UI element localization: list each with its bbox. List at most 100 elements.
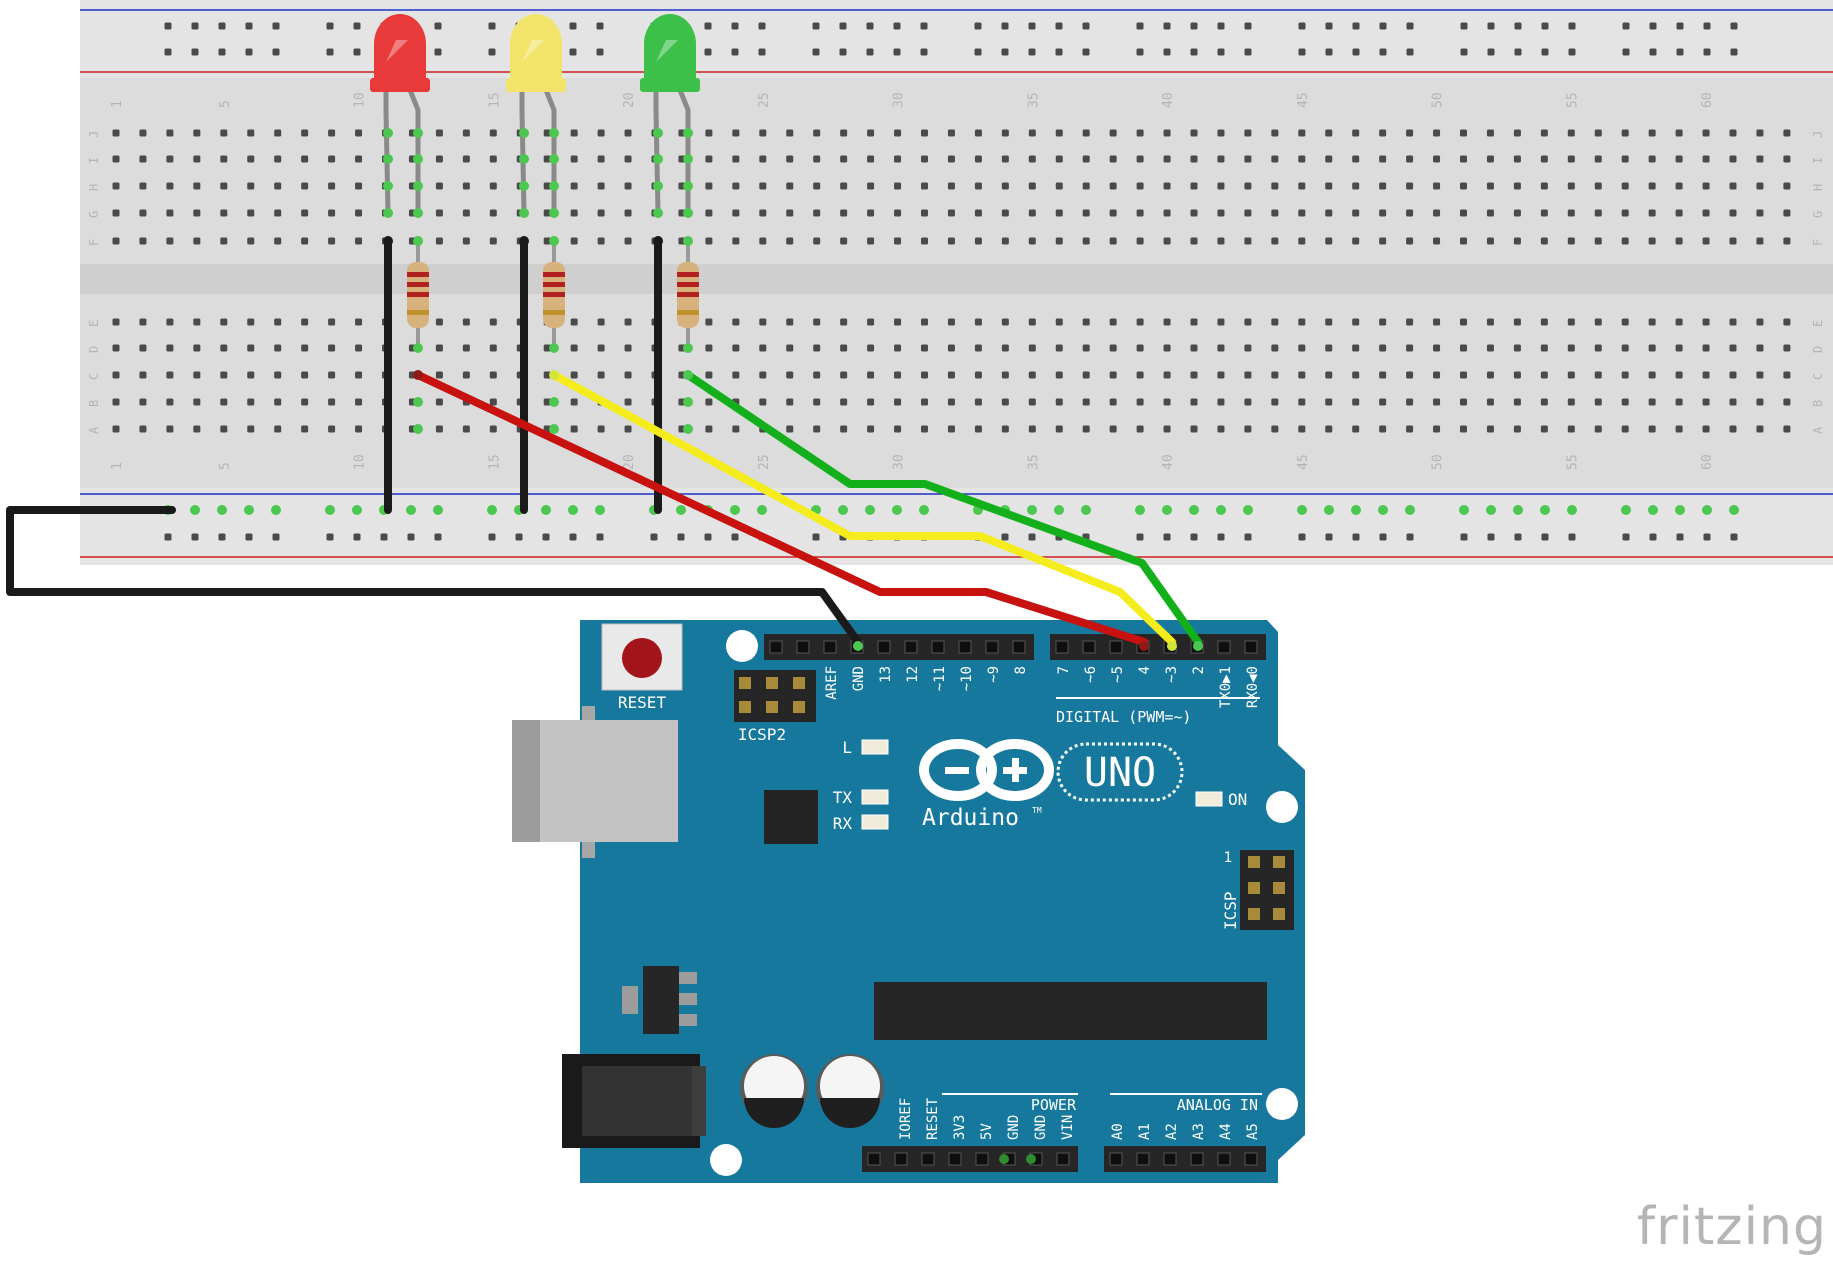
pin-label: A5	[1245, 1123, 1261, 1140]
rail-hole	[1649, 22, 1657, 30]
breadboard-hole	[1109, 237, 1117, 245]
header-pin	[867, 1152, 881, 1166]
rail-hole	[758, 22, 766, 30]
breadboard-hole	[786, 182, 794, 190]
column-number: 60	[1700, 92, 1715, 108]
arduino-gnd-wire	[6, 506, 862, 646]
icsp-pin	[1273, 856, 1285, 868]
breadboard-hole	[624, 182, 632, 190]
mounting-hole	[726, 630, 758, 662]
header-pins	[769, 640, 1258, 1166]
connected-rail-hole	[541, 505, 551, 515]
header-pin	[1109, 640, 1123, 654]
breadboard-hole	[247, 155, 255, 163]
breadboard-hole	[813, 425, 821, 433]
breadboard-hole	[1783, 318, 1791, 326]
pin-label: A0	[1110, 1123, 1126, 1140]
pin-label: AREF	[824, 666, 840, 700]
rail-hole	[1028, 48, 1036, 56]
connected-hole	[383, 208, 393, 218]
breadboard-hole	[947, 182, 955, 190]
breadboard-hole	[489, 344, 497, 352]
breadboard-hole	[974, 318, 982, 326]
connected-hole	[549, 128, 559, 138]
led-rim	[370, 78, 430, 92]
pin-label: ~10	[959, 666, 975, 691]
connected-pin	[1026, 1154, 1036, 1164]
breadboard-hole	[1028, 344, 1036, 352]
breadboard-hole	[1163, 209, 1171, 217]
breadboard-hole	[1486, 237, 1494, 245]
rail-hole	[893, 22, 901, 30]
breadboard-hole	[1325, 237, 1333, 245]
red-led	[370, 14, 430, 218]
connected-rail-hole	[1405, 505, 1415, 515]
breadboard-hole	[1486, 182, 1494, 190]
breadboard-hole	[328, 425, 336, 433]
breadboard-hole	[247, 318, 255, 326]
breadboard-hole	[355, 209, 363, 217]
arduino-tm: TM	[1032, 806, 1042, 815]
connected-rail-hole	[1621, 505, 1631, 515]
row-letter: H	[87, 184, 101, 191]
column-number: 40	[1161, 454, 1176, 470]
reset-button-cap[interactable]	[622, 638, 662, 678]
rail-hole	[1622, 48, 1630, 56]
breadboard-hole	[489, 318, 497, 326]
breadboard-hole	[732, 318, 740, 326]
breadboard-hole	[1352, 344, 1360, 352]
breadboard-hole	[274, 371, 282, 379]
breadboard-hole	[840, 398, 848, 406]
rail-hole	[1136, 48, 1144, 56]
breadboard-hole	[328, 237, 336, 245]
connected-rail-hole	[1702, 505, 1712, 515]
rail-hole	[1190, 48, 1198, 56]
breadboard-hole	[1298, 129, 1306, 137]
breadboard-hole	[1406, 398, 1414, 406]
header-pin	[1217, 640, 1231, 654]
rail-hole	[1703, 48, 1711, 56]
rail-hole	[488, 533, 496, 541]
pin-label: 12	[905, 666, 921, 683]
breadboard-hole	[247, 129, 255, 137]
breadboard-hole	[1594, 129, 1602, 137]
breadboard-hole	[1244, 318, 1252, 326]
breadboard-hole	[355, 371, 363, 379]
breadboard-hole	[624, 371, 632, 379]
breadboard-hole	[894, 371, 902, 379]
breadboard-hole	[1379, 209, 1387, 217]
led-leg	[653, 90, 661, 214]
breadboard-hole	[1513, 129, 1521, 137]
header-pin	[904, 640, 918, 654]
breadboard-hole	[1190, 237, 1198, 245]
row-letter: C	[1811, 373, 1825, 380]
header-pin	[1082, 640, 1096, 654]
breadboard-hole	[1675, 182, 1683, 190]
breadboard-hole	[705, 129, 713, 137]
breadboard-hole	[1001, 209, 1009, 217]
breadboard-hole	[597, 318, 605, 326]
breadboard-hole	[166, 371, 174, 379]
breadboard-hole	[570, 155, 578, 163]
breadboard-hole	[1756, 129, 1764, 137]
power-label: POWER	[1031, 1096, 1077, 1114]
breadboard-hole	[112, 182, 120, 190]
breadboard-hole	[1001, 129, 1009, 137]
breadboard-hole	[1190, 398, 1198, 406]
breadboard-hole	[1621, 398, 1629, 406]
breadboard-hole	[1648, 182, 1656, 190]
breadboard-hole	[435, 155, 443, 163]
rail-hole	[596, 533, 604, 541]
breadboard-hole	[1163, 344, 1171, 352]
breadboard-hole	[1675, 425, 1683, 433]
breadboard-hole	[274, 398, 282, 406]
power-jack-rim	[692, 1066, 706, 1136]
breadboard-hole	[1756, 398, 1764, 406]
atmega-chip	[874, 982, 1267, 1040]
breadboard-hole	[1513, 344, 1521, 352]
breadboard-hole	[974, 182, 982, 190]
rail-hole	[1487, 48, 1495, 56]
breadboard-hole	[274, 344, 282, 352]
breadboard-hole	[193, 344, 201, 352]
resistor	[383, 236, 429, 434]
